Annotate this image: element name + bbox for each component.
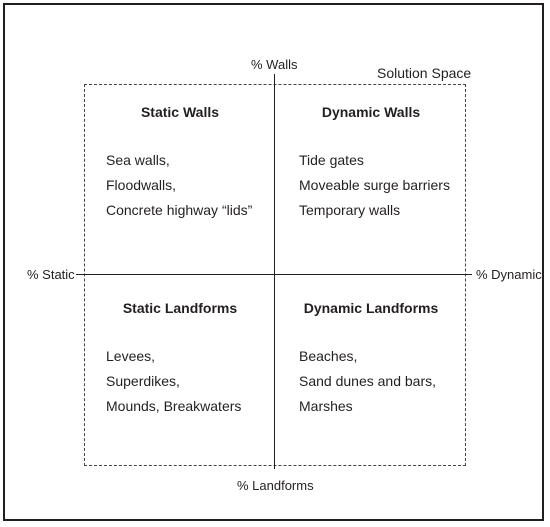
quadrant-list: Sea walls, Floodwalls, Concrete highway … [106, 153, 275, 228]
list-item: Superdikes, [106, 373, 180, 389]
list-item: Sand dunes and bars, [299, 373, 436, 389]
list-item: Moveable surge barriers [299, 177, 450, 193]
axis-label-walls: % Walls [251, 57, 298, 72]
axis-label-landforms: % Landforms [237, 478, 314, 493]
list-item: Marshes [299, 398, 353, 414]
quadrant-title: Dynamic Landforms [303, 300, 439, 316]
list-item: Concrete highway “lids” [106, 202, 253, 218]
vertical-axis [274, 74, 276, 469]
axis-label-static: % Static [27, 267, 75, 282]
list-item: Floodwalls, [106, 177, 177, 193]
quadrant-dynamic-landforms: Dynamic Landforms Beaches, Sand dunes an… [276, 301, 466, 424]
list-item: Temporary walls [299, 202, 401, 218]
quadrant-static-landforms: Static Landforms Levees, Superdikes, Mou… [85, 301, 275, 424]
axis-label-dynamic: % Dynamic [476, 267, 542, 282]
list-item: Tide gates [299, 152, 364, 168]
quadrant-title: Static Landforms [122, 300, 238, 316]
list-item: Sea walls, [106, 152, 170, 168]
quadrant-list: Tide gates Moveable surge barriers Tempo… [299, 153, 466, 228]
list-item: Mounds, Breakwaters [106, 398, 242, 414]
quadrant-title: Dynamic Walls [321, 104, 421, 120]
list-item: Beaches, [299, 348, 358, 364]
quadrant-dynamic-walls: Dynamic Walls Tide gates Moveable surge … [276, 105, 466, 228]
quadrant-list: Beaches, Sand dunes and bars, Marshes [299, 349, 466, 424]
figure-frame [3, 3, 544, 521]
quadrant-static-walls: Static Walls Sea walls, Floodwalls, Conc… [85, 105, 275, 228]
list-item: Levees, [106, 348, 156, 364]
solution-space-label: Solution Space [377, 65, 472, 81]
quadrant-list: Levees, Superdikes, Mounds, Breakwaters [106, 349, 275, 424]
quadrant-title: Static Walls [140, 104, 220, 120]
horizontal-axis [76, 274, 472, 276]
